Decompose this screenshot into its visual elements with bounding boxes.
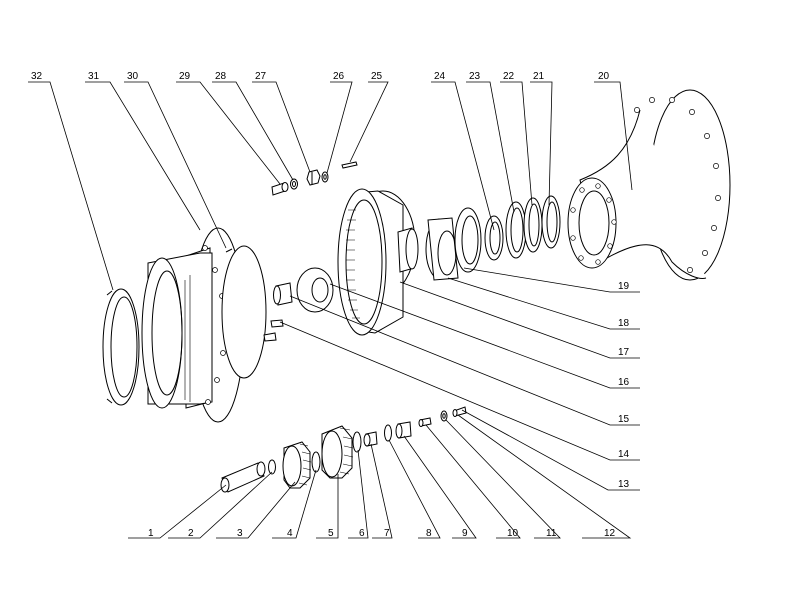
part-32-seal-ring bbox=[102, 288, 140, 406]
part-8-ring bbox=[384, 424, 392, 442]
callout-labels-bottom: 1 2 3 4 5 6 7 8 9 10 11 12 bbox=[148, 528, 616, 539]
callout-14: 14 bbox=[618, 449, 630, 460]
part-12-plug bbox=[452, 406, 467, 417]
inner-bolt-holes bbox=[570, 183, 617, 265]
callout-28: 28 bbox=[215, 71, 227, 82]
callout-17: 17 bbox=[618, 347, 630, 358]
callout-labels-top: 32 31 30 29 28 27 26 25 24 23 22 21 20 bbox=[31, 71, 610, 82]
part-3-gear bbox=[282, 441, 312, 489]
callout-21: 21 bbox=[533, 71, 545, 82]
callout-20: 20 bbox=[598, 71, 610, 82]
callout-11: 11 bbox=[546, 528, 557, 539]
part-1-shaft bbox=[220, 461, 266, 493]
part-25-pin bbox=[341, 161, 358, 169]
outer-bolt-holes bbox=[634, 97, 721, 273]
part-27-nut bbox=[306, 169, 321, 186]
part-10-pin bbox=[418, 417, 432, 427]
callout-12: 12 bbox=[604, 528, 616, 539]
part-19-bearing bbox=[425, 217, 459, 281]
callout-25: 25 bbox=[371, 71, 383, 82]
part-6-ring bbox=[352, 431, 362, 453]
callout-30: 30 bbox=[127, 71, 139, 82]
leader-lines bbox=[28, 81, 640, 539]
callout-4: 4 bbox=[287, 528, 293, 539]
part-29-bolt bbox=[271, 182, 289, 196]
callout-22: 22 bbox=[503, 71, 515, 82]
callout-7: 7 bbox=[384, 528, 390, 539]
callout-9: 9 bbox=[462, 528, 468, 539]
part-5-gear bbox=[321, 425, 354, 479]
callout-13: 13 bbox=[618, 479, 630, 490]
callout-32: 32 bbox=[31, 71, 43, 82]
part-2-snap-ring bbox=[268, 459, 276, 475]
callout-10: 10 bbox=[507, 528, 519, 539]
part-26-washer bbox=[321, 171, 329, 183]
callout-labels-right: 19 18 17 16 15 14 13 bbox=[618, 281, 630, 490]
part-21-ring bbox=[541, 195, 561, 249]
part-9-spacer bbox=[395, 421, 412, 439]
callout-5: 5 bbox=[328, 528, 334, 539]
part-14-screws bbox=[263, 319, 284, 342]
callout-26: 26 bbox=[333, 71, 345, 82]
callout-2: 2 bbox=[188, 528, 194, 539]
part-30-gasket bbox=[221, 245, 267, 379]
part-7-bushing bbox=[363, 431, 378, 447]
callout-23: 23 bbox=[469, 71, 481, 82]
part-22-ring bbox=[523, 197, 543, 253]
part-20-spindle-flange bbox=[567, 89, 731, 281]
callout-1: 1 bbox=[148, 528, 154, 539]
callout-6: 6 bbox=[359, 528, 365, 539]
part-18-bearing bbox=[454, 207, 482, 273]
callout-31: 31 bbox=[88, 71, 100, 82]
part-16-thrust-ring bbox=[296, 267, 334, 313]
part-4-ring bbox=[311, 451, 321, 473]
callout-16: 16 bbox=[618, 377, 630, 388]
part-17-ring-gear bbox=[337, 188, 419, 336]
part-11-washer bbox=[440, 410, 448, 422]
callout-18: 18 bbox=[618, 318, 630, 329]
callout-15: 15 bbox=[618, 414, 630, 425]
callout-24: 24 bbox=[434, 71, 446, 82]
callout-3: 3 bbox=[237, 528, 243, 539]
callout-29: 29 bbox=[179, 71, 191, 82]
callout-19: 19 bbox=[618, 281, 630, 292]
part-24-ring bbox=[484, 215, 504, 261]
callout-8: 8 bbox=[426, 528, 432, 539]
part-15-plug bbox=[273, 282, 293, 306]
callout-27: 27 bbox=[255, 71, 267, 82]
part-28-washer bbox=[290, 178, 298, 190]
part-23-ring bbox=[505, 201, 527, 259]
gear-teeth bbox=[346, 209, 360, 319]
